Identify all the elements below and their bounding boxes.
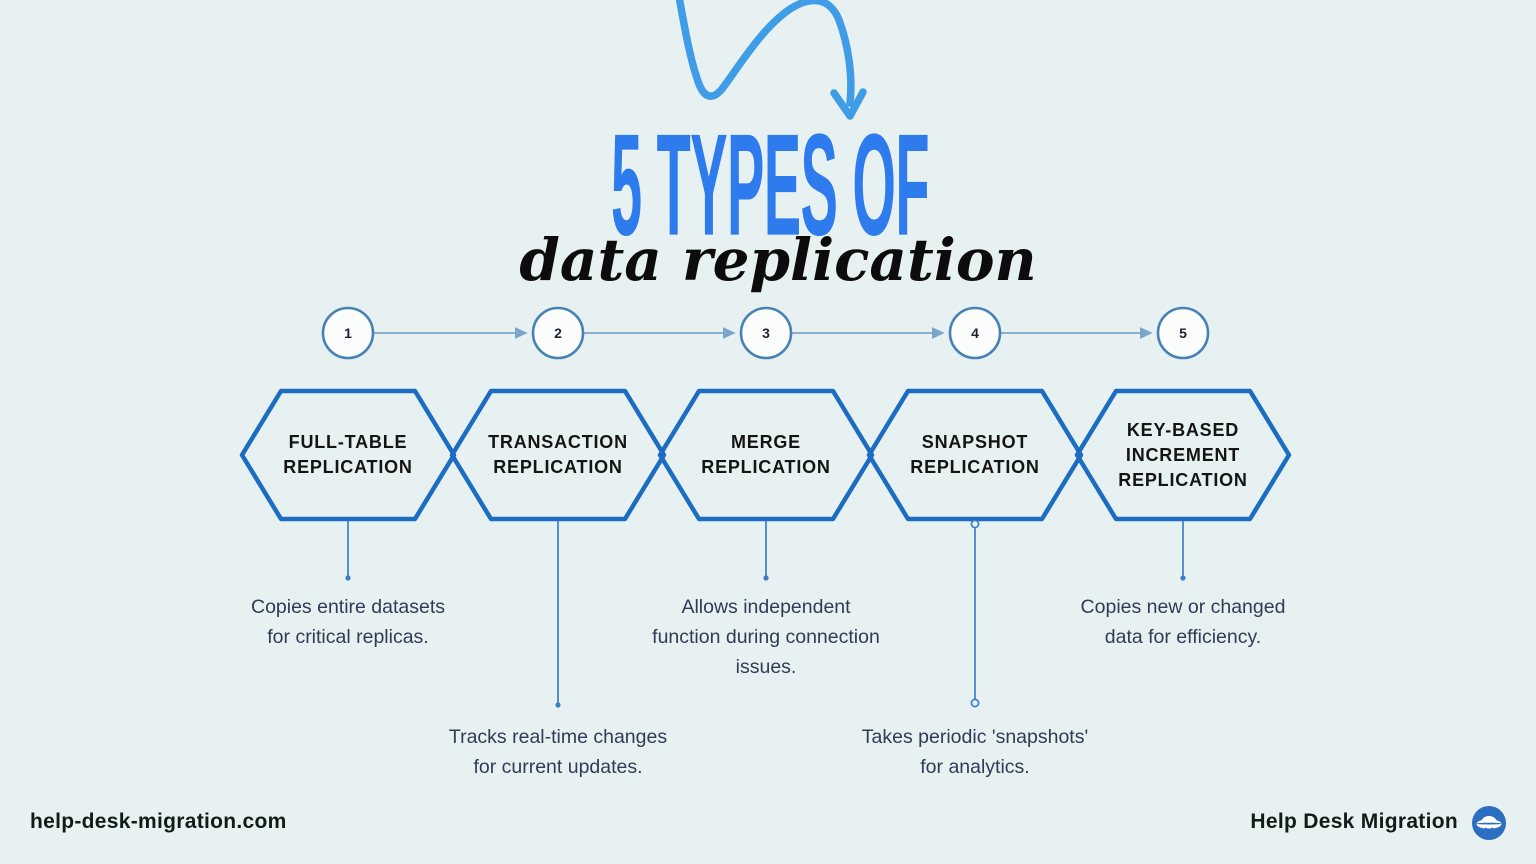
footer-website: help-desk-migration.com [30,810,287,833]
step-number-5: 5 [1179,325,1187,341]
description-snapshot: Takes periodic 'snapshots' for analytics… [861,726,1089,778]
step-number-1: 1 [344,325,352,341]
connector-dot-2 [555,702,561,708]
connector-dot-3 [763,575,769,581]
ufo-icon [1472,806,1506,840]
step-number-4: 4 [971,325,979,341]
step-circle-4 [948,306,1002,360]
help-desk-migration-logo [1472,806,1506,840]
step-number-2: 2 [554,325,562,341]
hexagon-label-snapshot: SNAPSHOT REPLICATION [910,432,1040,477]
page-subtitle: data replication [519,226,1037,294]
hexagon-shapes [239,388,1292,522]
footer-brand-name: Help Desk Migration [1250,810,1458,833]
step-number-3: 3 [762,325,770,341]
hexagon-label-full-table: FULL-TABLE REPLICATION [283,432,413,477]
step-circle-1 [321,306,375,360]
description-key-based: Copies new or changed data for efficienc… [1080,596,1286,648]
curved-arrow-icon [675,0,867,120]
step-circle-2 [531,306,585,360]
description-transaction: Tracks real-time changes for current upd… [448,726,668,778]
connector-dot-5 [1180,575,1186,581]
hexagon-shape-2 [449,388,667,522]
step-circle-3 [739,306,793,360]
page-title: 5 TYPES OF [610,104,930,267]
hexagon-shape-3 [657,388,875,522]
connector-endpoint-bottom-4 [970,698,980,708]
description-merge: Allows independent function during conne… [652,596,880,678]
hexagon-shape-4 [866,388,1084,522]
hexagon-label-transaction: TRANSACTION REPLICATION [488,432,628,477]
description-connectors [345,519,1186,708]
connector-endpoint-top-4 [970,519,980,529]
hexagon-label-key-based: KEY-BASED INCREMENT REPLICATION [1118,419,1248,490]
step-circles [321,306,1210,360]
step-circle-5 [1156,306,1210,360]
hexagon-label-merge: MERGE REPLICATION [701,432,831,477]
hexagon-shape-5 [1074,388,1292,522]
connector-dot-1 [345,575,351,581]
description-full-table: Copies entire datasets for critical repl… [250,596,446,648]
